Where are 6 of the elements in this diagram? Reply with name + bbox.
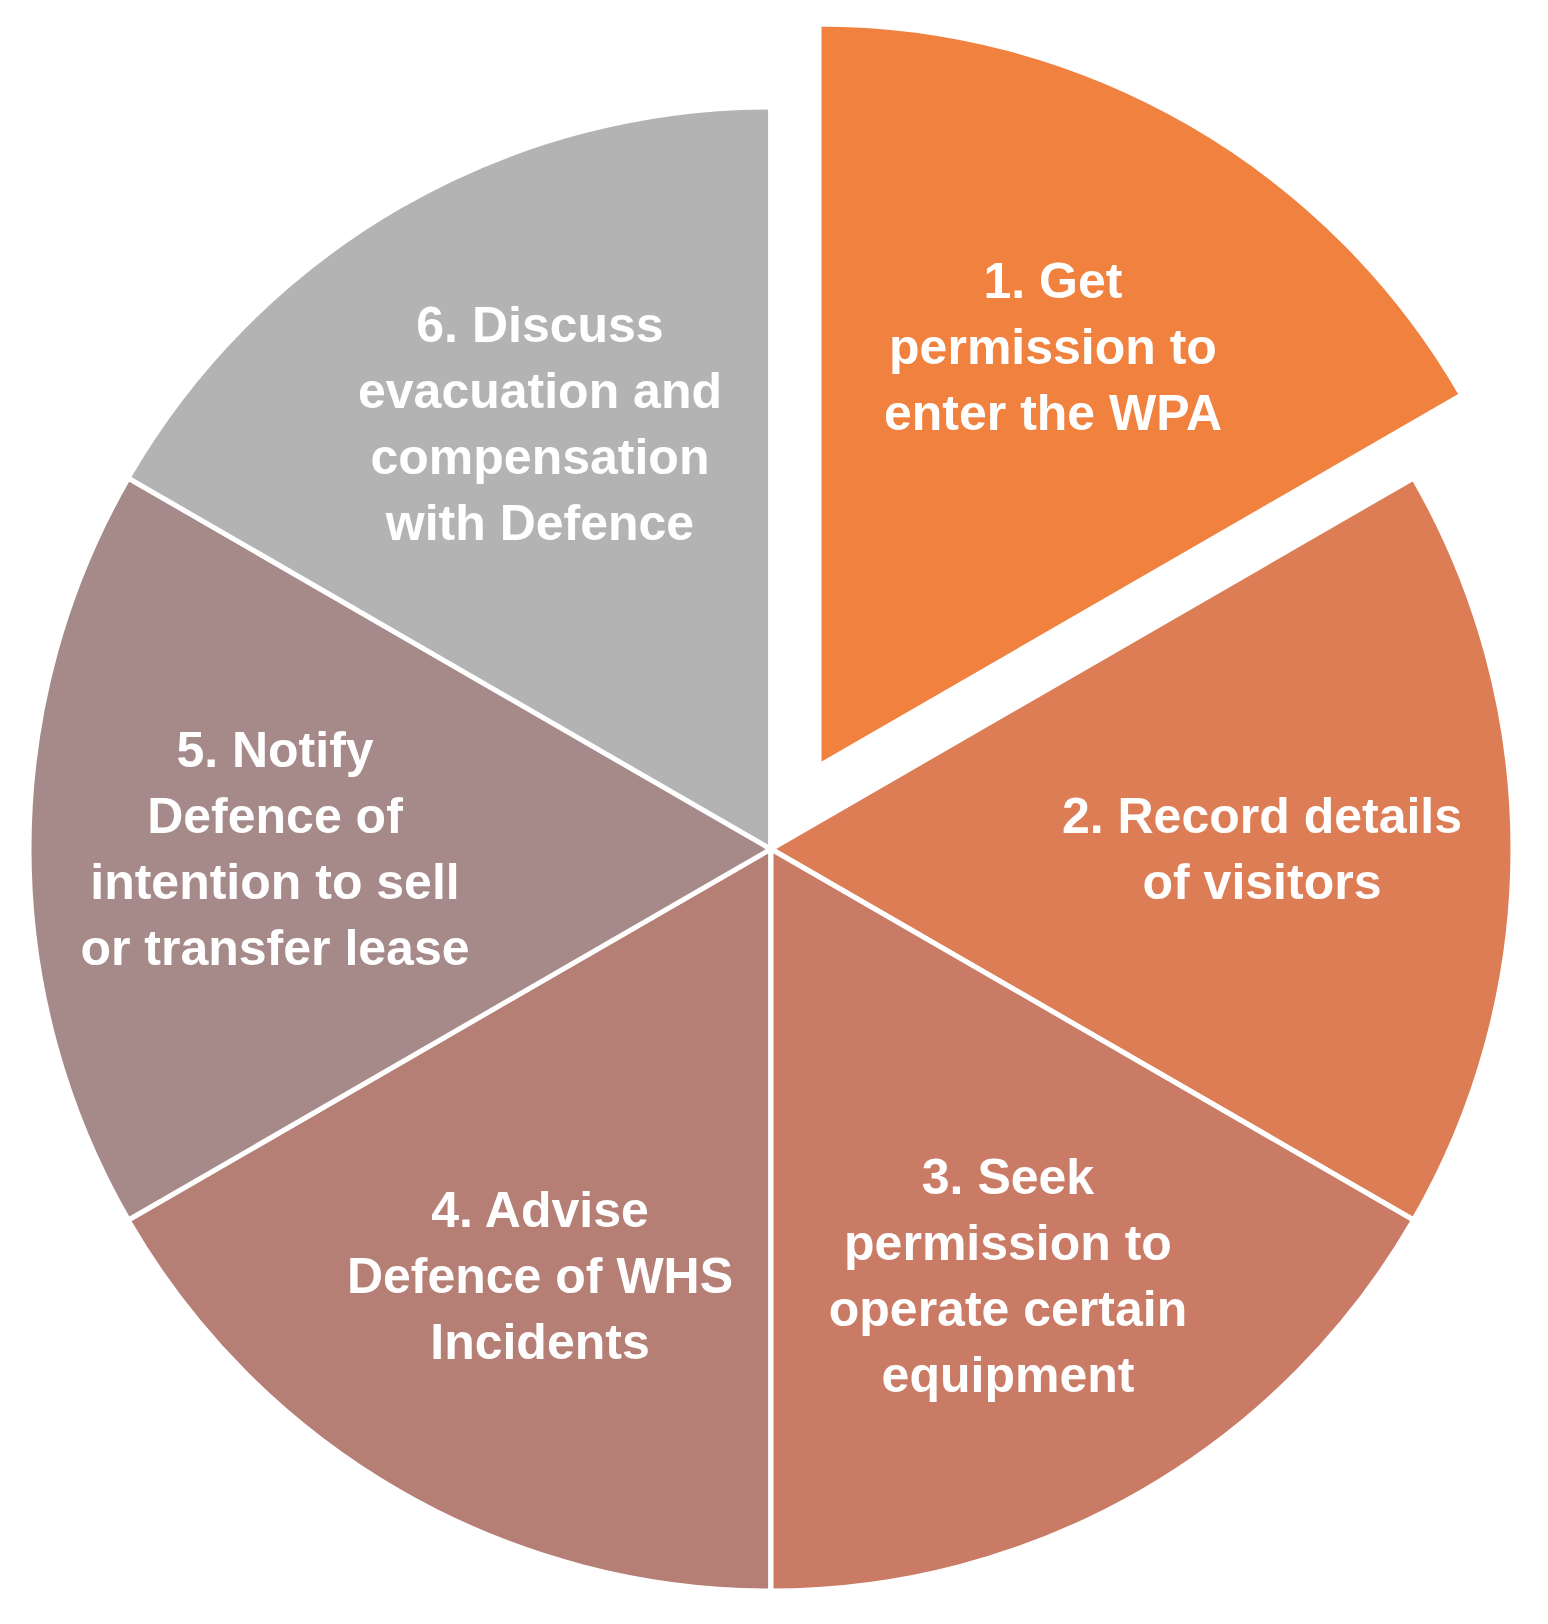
slice-label: 4. Advise Defence of WHS Incidents [345,1181,735,1372]
slice-label: 2. Record details of visitors [1060,787,1464,912]
slice-label: 6. Discuss evacuation and compensation with Defence [357,296,723,553]
slice-label: 3. Seek permission to operate certain equipment [827,1148,1189,1405]
slice-label: 1. Get permission to enter the WPA [883,252,1223,443]
slice-label: 5. Notify Defence of intention to sell or transfer lease [79,721,471,978]
